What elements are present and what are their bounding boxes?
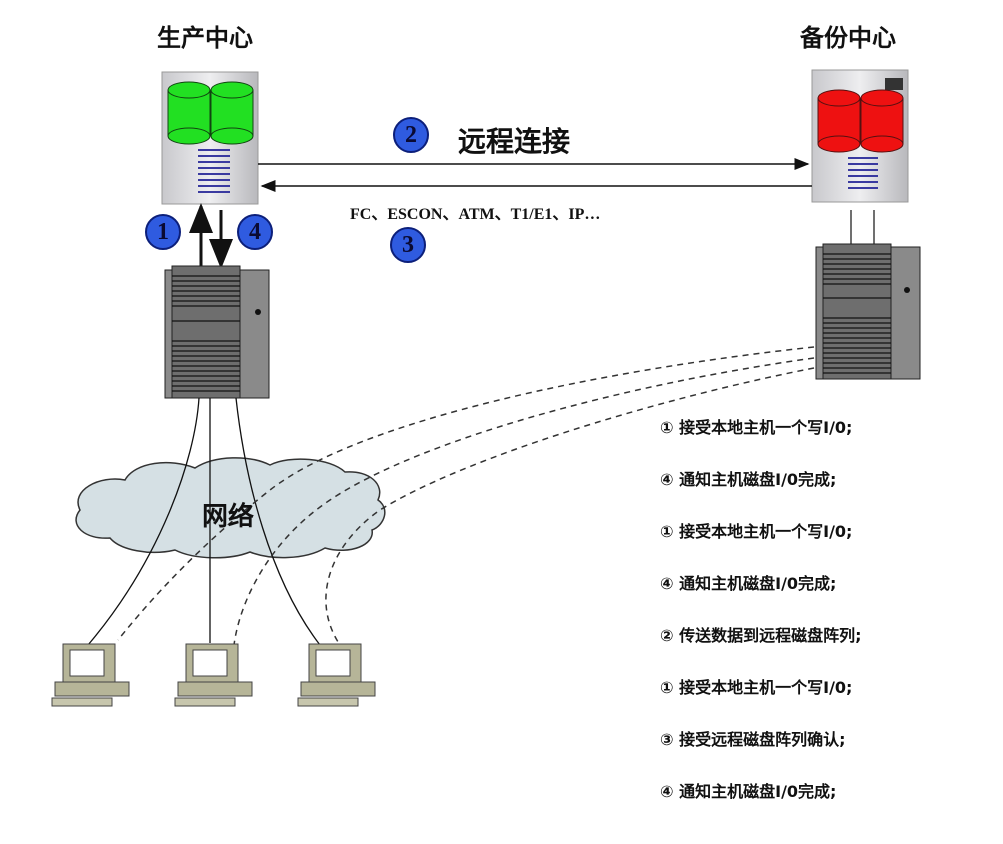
step-badge-1: 1	[145, 214, 181, 250]
step-item: ④ 通知主机磁盘I/0完成;	[660, 782, 837, 801]
step-item: ① 接受本地主机一个写I/0;	[660, 418, 853, 437]
step-item: ③ 接受远程磁盘阵列确认;	[660, 730, 846, 749]
client-connections	[87, 397, 321, 646]
production-disk-icon	[167, 81, 254, 145]
step-badge-4: 4	[237, 214, 273, 250]
network-cloud-icon	[75, 457, 386, 559]
backup-client-connections	[117, 346, 815, 646]
step-item: ① 接受本地主机一个写I/0;	[660, 678, 853, 697]
production-center-title: 生产中心	[157, 24, 253, 52]
step-item: ④ 通知主机磁盘I/0完成;	[660, 470, 837, 489]
protocol-list: FC、ESCON、ATM、T1/E1、IP…	[350, 206, 601, 223]
production-host-server	[164, 265, 270, 399]
step-badge-3: 3	[390, 227, 426, 263]
step-item: ② 传送数据到远程磁盘阵列;	[660, 626, 862, 645]
client-pc-icon	[51, 643, 130, 707]
step-list: ① 接受本地主机一个写I/0; ④ 通知主机磁盘I/0完成; ① 接受本地主机一…	[660, 418, 862, 834]
remote-link-label: 远程连接	[458, 125, 571, 158]
backup-center-title: 备份中心	[800, 24, 896, 52]
backup-disk-icon	[817, 89, 904, 153]
step-item: ④ 通知主机磁盘I/0完成;	[660, 574, 837, 593]
step-badge-2: 2	[393, 117, 429, 153]
step-item: ① 接受本地主机一个写I/0;	[660, 522, 853, 541]
backup-host-server	[815, 243, 921, 380]
client-pc-icon	[174, 643, 253, 707]
backup-storage-array	[811, 69, 909, 203]
client-pc-icon	[297, 643, 376, 707]
production-storage-array	[161, 71, 259, 205]
network-label: 网络	[202, 502, 255, 532]
